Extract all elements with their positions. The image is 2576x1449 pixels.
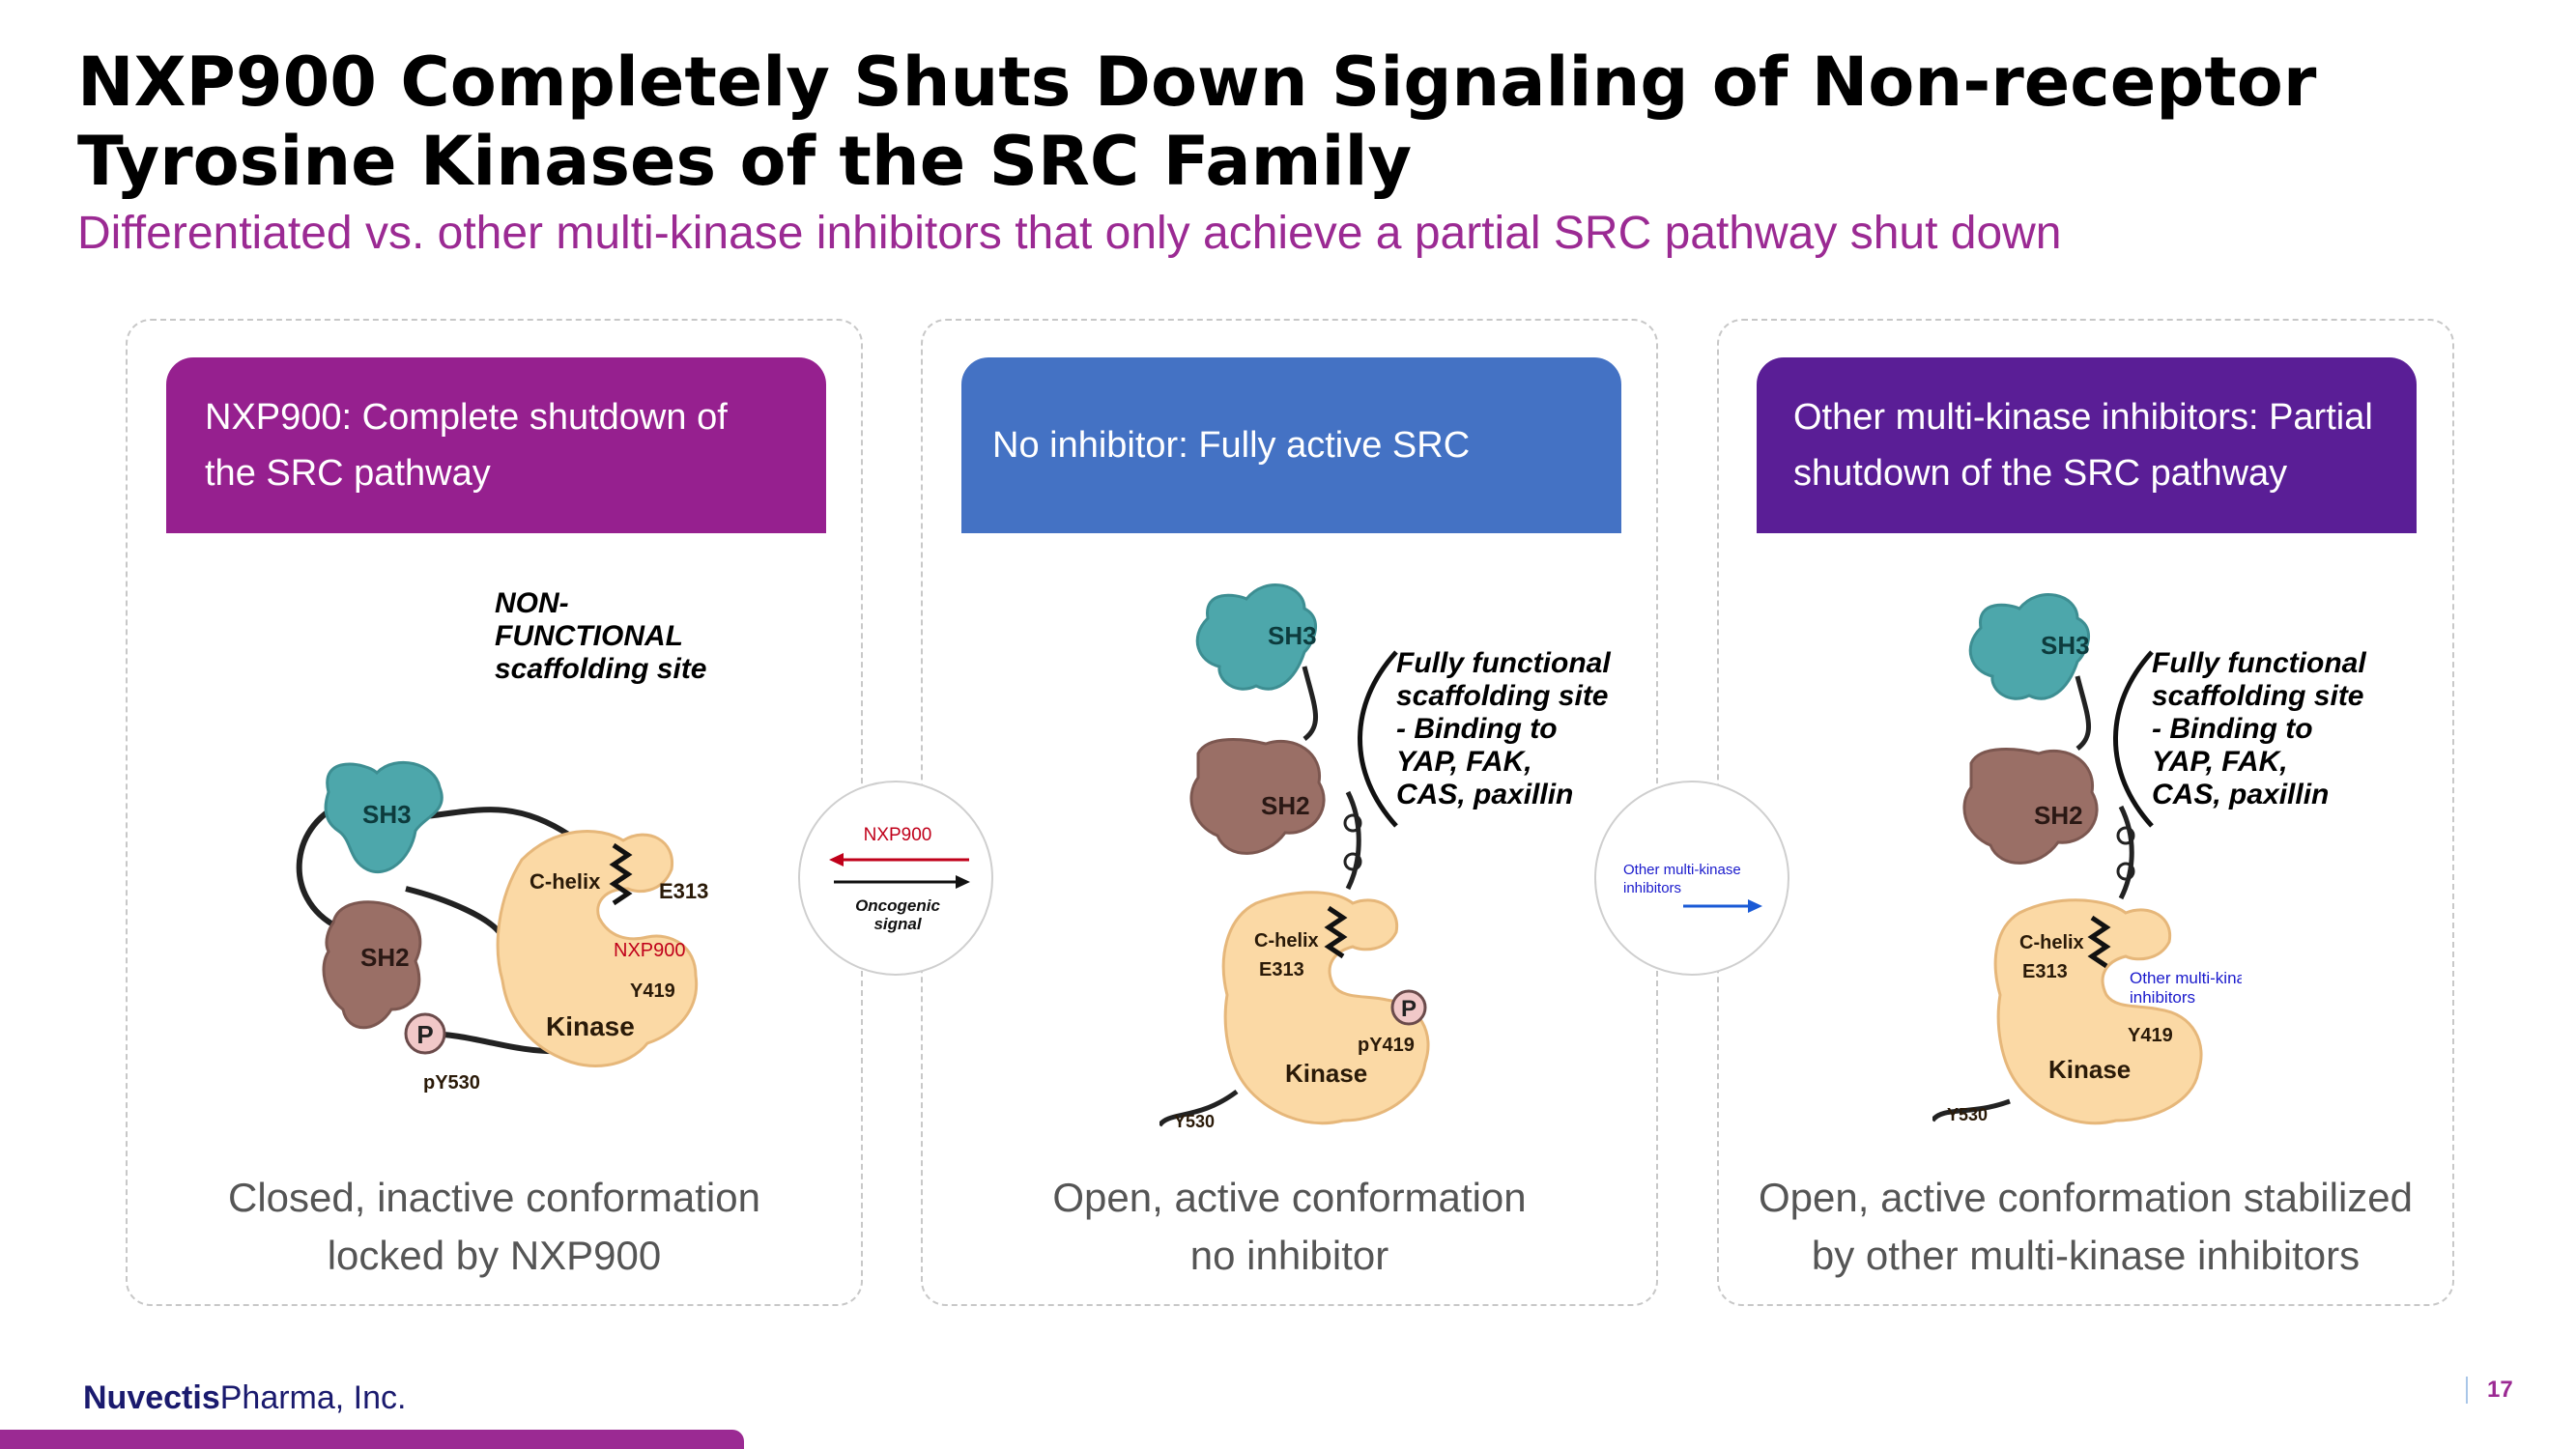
oncogenic-signal-label: Oncogenic: [855, 896, 940, 915]
connector-right: Other multi-kinase inhibitors: [1594, 781, 1789, 976]
y530-label: Y530: [1174, 1112, 1215, 1131]
nxp900-drug-label: NXP900: [614, 940, 686, 961]
panel-caption-other: Open, active conformation stabilized by …: [1717, 1169, 2454, 1285]
c-helix-label: C-helix: [2019, 932, 2084, 953]
connector-drug-label: Other multi-kinase: [1623, 862, 1741, 878]
note-line: - Binding to: [1396, 713, 1558, 745]
note-line: YAP, FAK,: [1396, 746, 1532, 778]
page-number: 17: [2466, 1377, 2513, 1404]
caption-line: by other multi-kinase inhibitors: [1811, 1233, 2361, 1278]
panel-header-no-inhibitor: No inhibitor: Fully active SRC: [961, 357, 1621, 533]
caption-line: locked by NXP900: [327, 1233, 662, 1278]
sh3-label: SH3: [1268, 621, 1317, 650]
panel-header-text: NXP900: Complete shutdown of the SRC pat…: [205, 397, 728, 494]
note-line: YAP, FAK,: [2152, 746, 2288, 778]
note-line: - Binding to: [2152, 713, 2313, 745]
src-diagram-closed: P SH3 SH2 Kinase C-helix E313 NXP900 Y41…: [280, 580, 783, 1121]
connector-left-arrows: NXP900 Oncogenic signal: [829, 825, 970, 933]
arrow-right-icon: [956, 875, 970, 889]
sh3-domain: [1968, 593, 2090, 700]
panel-header-text: Other multi-kinase inhibitors: Partial s…: [1793, 397, 2373, 494]
note-line: Fully functional: [2152, 647, 2366, 679]
sh2-domain: [1189, 738, 1326, 855]
e313-label: E313: [659, 879, 708, 903]
c-helix-label: C-helix: [530, 869, 601, 894]
scaffold-bracket: [1358, 650, 1398, 828]
caption-line: Open, active conformation stabilized: [1758, 1175, 2414, 1220]
oncogenic-signal-label: signal: [873, 915, 922, 933]
note-line: scaffolding site: [1396, 680, 1609, 712]
panel-header-nxp900: NXP900: Complete shutdown of the SRC pat…: [166, 357, 826, 533]
slide-subtitle: Differentiated vs. other multi-kinase in…: [77, 208, 2062, 259]
kinase-label: Kinase: [1285, 1059, 1367, 1088]
note-line: CAS, paxillin: [2152, 779, 2330, 810]
arrow-left-icon: [829, 853, 844, 867]
note-line: FUNCTIONAL: [495, 620, 683, 652]
note-line: scaffolding site: [495, 653, 707, 685]
sh2-domain: [1962, 748, 2099, 865]
other-inhibitor-label: Other multi-kinase: [2130, 969, 2242, 987]
other-inhibitor-label: inhibitors: [2130, 988, 2195, 1007]
connector-right-arrows: Other multi-kinase inhibitors: [1623, 862, 1762, 913]
caption-line: no inhibitor: [1189, 1233, 1389, 1278]
py419-label: pY419: [1358, 1035, 1415, 1056]
panel-header-other: Other multi-kinase inhibitors: Partial s…: [1757, 357, 2417, 533]
footer-accent-bar: [0, 1430, 744, 1449]
src-diagram-open: P SH3 SH2 Kinase C-helix E313 pY419 Y530: [1157, 570, 1469, 1150]
src-diagram-stabilized: SH3 SH2 Kinase C-helix E313 Y419 Y530 Ot…: [1930, 580, 2263, 1140]
phosphate-icon: [1390, 989, 1427, 1026]
scaffold-note-2: Fully functional scaffolding site - Bind…: [1396, 647, 1611, 811]
phosphate-icon: [404, 1012, 446, 1055]
arrow-right-icon: [1748, 899, 1762, 913]
sh3-label: SH3: [2041, 631, 2090, 660]
company-logo: NuvectisPharma, Inc.: [83, 1379, 406, 1417]
sh2-label: SH2: [1261, 791, 1310, 820]
phosphate-label: P: [416, 1020, 433, 1049]
sh3-domain: [324, 760, 444, 874]
panel-caption-nxp900: Closed, inactive conformation locked by …: [126, 1169, 863, 1285]
non-functional-note: NON- FUNCTIONAL scaffolding site: [495, 587, 707, 686]
c-helix-label: C-helix: [1254, 930, 1319, 952]
company-logo-rest: Pharma, Inc.: [219, 1379, 407, 1416]
sh2-label: SH2: [360, 943, 410, 972]
scaffold-bracket: [2113, 650, 2154, 828]
y419-label: Y419: [630, 980, 675, 1002]
scaffold-note-3: Fully functional scaffolding site - Bind…: [2152, 647, 2366, 811]
sh2-label: SH2: [2034, 801, 2083, 830]
caption-line: Closed, inactive conformation: [228, 1175, 760, 1220]
slide-title: NXP900 Completely Shuts Down Signaling o…: [77, 43, 2317, 201]
sh2-domain: [322, 900, 422, 1030]
note-line: CAS, paxillin: [1396, 779, 1574, 810]
src-stabilized-illustration: SH3 SH2 Kinase C-helix E313 Y419 Y530 Ot…: [1930, 593, 2263, 1125]
kinase-label: Kinase: [546, 1011, 635, 1041]
e313-label: E313: [1259, 959, 1304, 980]
y419-label: Y419: [2128, 1025, 2173, 1046]
kinase-domain: [1993, 898, 2203, 1125]
kinase-label: Kinase: [2048, 1055, 2131, 1084]
caption-line: Open, active conformation: [1052, 1175, 1527, 1220]
note-line: scaffolding site: [2152, 680, 2364, 712]
sh3-domain: [1195, 583, 1317, 691]
src-closed-illustration: P SH3 SH2 Kinase C-helix E313 NXP900 Y41…: [296, 760, 708, 1094]
sh3-label: SH3: [362, 800, 412, 829]
connector-drug-label: NXP900: [864, 825, 932, 845]
panel-caption-no-inhibitor: Open, active conformation no inhibitor: [921, 1169, 1658, 1285]
company-logo-bold: Nuvectis: [83, 1379, 220, 1416]
connector-left: NXP900 Oncogenic signal: [798, 781, 993, 976]
phosphate-label: P: [1401, 996, 1417, 1022]
y530-label: Y530: [1947, 1105, 1988, 1124]
kinase-domain: [496, 830, 699, 1067]
py530-label: pY530: [423, 1072, 480, 1094]
note-line: Fully functional: [1396, 647, 1611, 679]
connector-drug-label: inhibitors: [1623, 880, 1681, 896]
src-open-illustration: P SH3 SH2 Kinase C-helix E313 pY419 Y530: [1157, 583, 1430, 1131]
panel-header-text: No inhibitor: Fully active SRC: [992, 425, 1471, 466]
e313-label: E313: [2022, 961, 2068, 982]
note-line: NON-: [495, 587, 569, 619]
